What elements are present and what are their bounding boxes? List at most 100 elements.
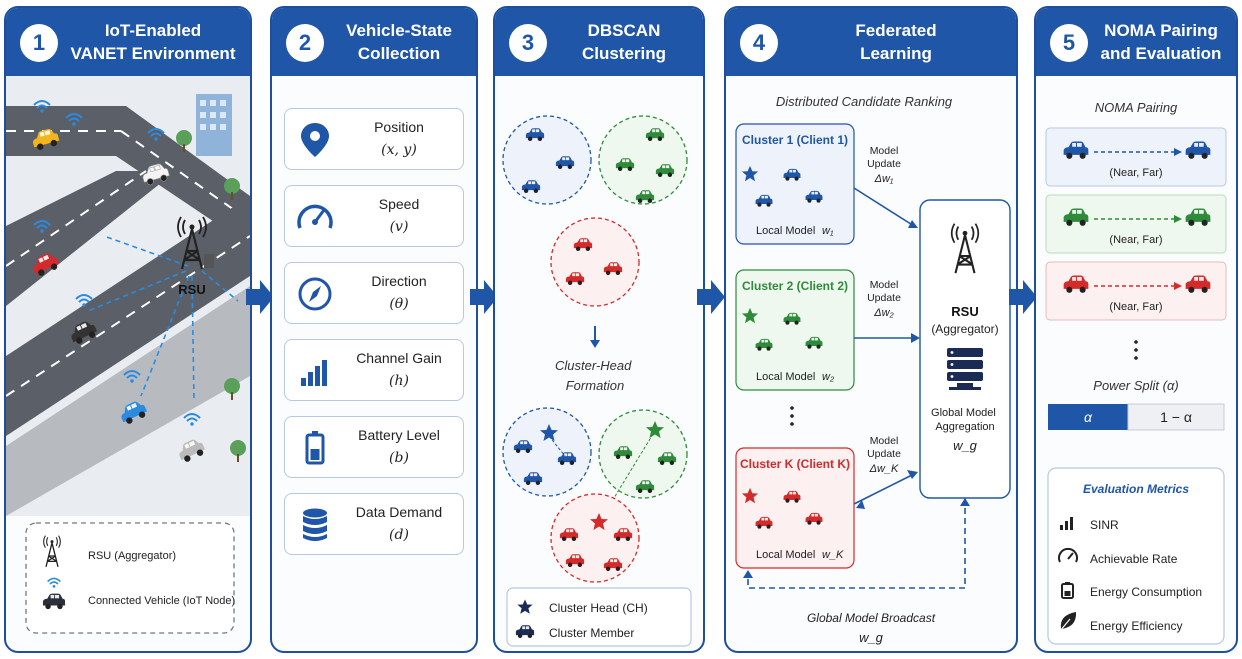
building-icon bbox=[196, 94, 232, 156]
metric-label: SINR bbox=[1090, 518, 1119, 532]
client-title: Cluster 1 (Client 1) bbox=[742, 133, 848, 147]
delta-weight: Δw₂ bbox=[873, 307, 894, 319]
server-icon bbox=[947, 348, 983, 390]
pair-label: (Near, Far) bbox=[1109, 301, 1162, 313]
step-number: 4 bbox=[740, 24, 778, 62]
panel-title: Federated Learning bbox=[855, 21, 937, 63]
panel-header: 4 Federated Learning bbox=[726, 8, 1016, 76]
panel-vanet-environment: 1 IoT-Enabled VANET Environment bbox=[4, 6, 252, 653]
panel-noma-pairing: 5 NOMA Pairing and Evaluation NOMA Pairi… bbox=[1034, 6, 1238, 653]
state-card-battery: Battery Level (b) bbox=[284, 416, 464, 478]
state-symbol: (v) bbox=[389, 219, 409, 235]
flow-arrow bbox=[470, 280, 498, 314]
leaf-icon bbox=[1059, 612, 1077, 632]
database-icon bbox=[303, 508, 327, 541]
state-card-data-demand: Data Demand (d) bbox=[284, 493, 464, 555]
state-label: Position bbox=[374, 119, 424, 135]
clustering-diagram: Cluster-Head Formation bbox=[502, 115, 692, 647]
flow-arrow bbox=[246, 280, 274, 314]
local-model-label: Local Model bbox=[756, 371, 815, 383]
location-pin-icon bbox=[301, 123, 329, 157]
speedometer-icon bbox=[297, 204, 333, 229]
noma-diagram: NOMA Pairing (Near, Far) (Near, Far) (Ne… bbox=[1045, 100, 1227, 645]
rsu-label: RSU bbox=[178, 282, 205, 297]
pair-label: (Near, Far) bbox=[1109, 167, 1162, 179]
power-split-title: Power Split (α) bbox=[1093, 378, 1178, 393]
state-symbol: (x, y) bbox=[381, 142, 417, 158]
vanet-scene: RSU RSU (Aggregator) Connected Vehicle (… bbox=[6, 76, 250, 634]
panel-vehicle-state: 2 Vehicle-State Collection Position (x, … bbox=[270, 6, 478, 653]
battery-icon bbox=[305, 431, 325, 465]
state-symbol: (d) bbox=[389, 527, 409, 543]
aggregation-label: Global Model Aggregation bbox=[931, 407, 999, 433]
rsu-title: RSU bbox=[951, 304, 978, 319]
pair-label: (Near, Far) bbox=[1109, 234, 1162, 246]
state-label: Direction bbox=[371, 273, 427, 289]
panel-title: DBSCAN Clustering bbox=[581, 21, 667, 63]
state-card-position: Position (x, y) bbox=[284, 108, 464, 170]
state-card-speed: Speed (v) bbox=[284, 185, 464, 247]
panel-title: IoT-Enabled VANET Environment bbox=[70, 21, 236, 63]
state-symbol: (θ) bbox=[389, 296, 409, 312]
tree-icon bbox=[230, 440, 246, 462]
metrics-title: Evaluation Metrics bbox=[1083, 482, 1189, 496]
step-number: 2 bbox=[286, 24, 324, 62]
step-number: 3 bbox=[509, 24, 547, 62]
panel-header: 1 IoT-Enabled VANET Environment bbox=[6, 8, 250, 76]
speedometer-icon bbox=[1058, 547, 1078, 563]
broadcast-weight: w_g bbox=[859, 630, 884, 645]
local-weight: w₁ bbox=[822, 225, 834, 237]
panel-header: 5 NOMA Pairing and Evaluation bbox=[1036, 8, 1236, 76]
formation-line-1: Cluster-Head bbox=[555, 358, 632, 373]
delta-weight: Δw_K bbox=[869, 463, 899, 475]
delta-weight: Δw₁ bbox=[874, 173, 894, 185]
ellipsis-vertical-icon bbox=[1134, 340, 1138, 360]
alpha-segment: α bbox=[1084, 409, 1093, 425]
local-weight: w₂ bbox=[822, 371, 835, 383]
legend-cluster-member: Cluster Member bbox=[549, 626, 634, 640]
tree-icon bbox=[224, 178, 240, 200]
metric-label: Energy Consumption bbox=[1090, 585, 1202, 599]
formation-label: Cluster-Head Formation bbox=[555, 358, 635, 393]
flow-arrow bbox=[1009, 280, 1037, 314]
global-weight: w_g bbox=[953, 438, 978, 453]
local-model-label: Local Model bbox=[756, 225, 815, 237]
one-minus-alpha-segment: 1 − α bbox=[1160, 409, 1192, 425]
panel-title: NOMA Pairing and Evaluation bbox=[1100, 21, 1222, 63]
legend-vehicle-label: Connected Vehicle (IoT Node) bbox=[88, 595, 235, 607]
state-card-direction: Direction (θ) bbox=[284, 262, 464, 324]
panel-header: 3 DBSCAN Clustering bbox=[495, 8, 703, 76]
formation-line-2: Formation bbox=[566, 378, 625, 393]
panel-dbscan-clustering: 3 DBSCAN Clustering Cluster-Head Forma bbox=[493, 6, 705, 653]
tree-icon bbox=[224, 378, 240, 400]
legend-cluster-head: Cluster Head (CH) bbox=[549, 601, 648, 615]
broadcast-label: Global Model Broadcast bbox=[807, 611, 936, 625]
step-number: 1 bbox=[20, 24, 58, 62]
local-weight: w_K bbox=[822, 549, 844, 561]
panel-header: 2 Vehicle-State Collection bbox=[272, 8, 476, 76]
client-title: Cluster K (Client K) bbox=[740, 457, 850, 471]
metric-label: Energy Efficiency bbox=[1090, 619, 1183, 633]
state-symbol: (h) bbox=[389, 373, 409, 389]
state-card-channel-gain: Channel Gain (h) bbox=[284, 339, 464, 401]
state-label: Data Demand bbox=[355, 504, 443, 520]
state-label: Channel Gain bbox=[356, 350, 442, 366]
federated-diagram: Distributed Candidate Ranking Cluster 1 … bbox=[735, 94, 1011, 645]
state-label: Speed bbox=[378, 196, 420, 212]
step-number: 5 bbox=[1050, 24, 1088, 62]
panel-federated-learning: 4 Federated Learning Distributed Candida… bbox=[724, 6, 1018, 653]
metric-label: Achievable Rate bbox=[1090, 552, 1178, 566]
local-model-label: Local Model bbox=[756, 549, 815, 561]
client-title: Cluster 2 (Client 2) bbox=[742, 279, 848, 293]
rsu-subtitle: (Aggregator) bbox=[931, 322, 998, 336]
state-symbol: (b) bbox=[389, 450, 409, 466]
tree-icon bbox=[176, 130, 192, 152]
legend-rsu-label: RSU (Aggregator) bbox=[88, 550, 176, 562]
noma-title: NOMA Pairing bbox=[1095, 100, 1178, 115]
flow-arrow bbox=[697, 280, 725, 314]
state-label: Battery Level bbox=[358, 427, 440, 443]
ellipsis-vertical-icon bbox=[790, 406, 794, 426]
